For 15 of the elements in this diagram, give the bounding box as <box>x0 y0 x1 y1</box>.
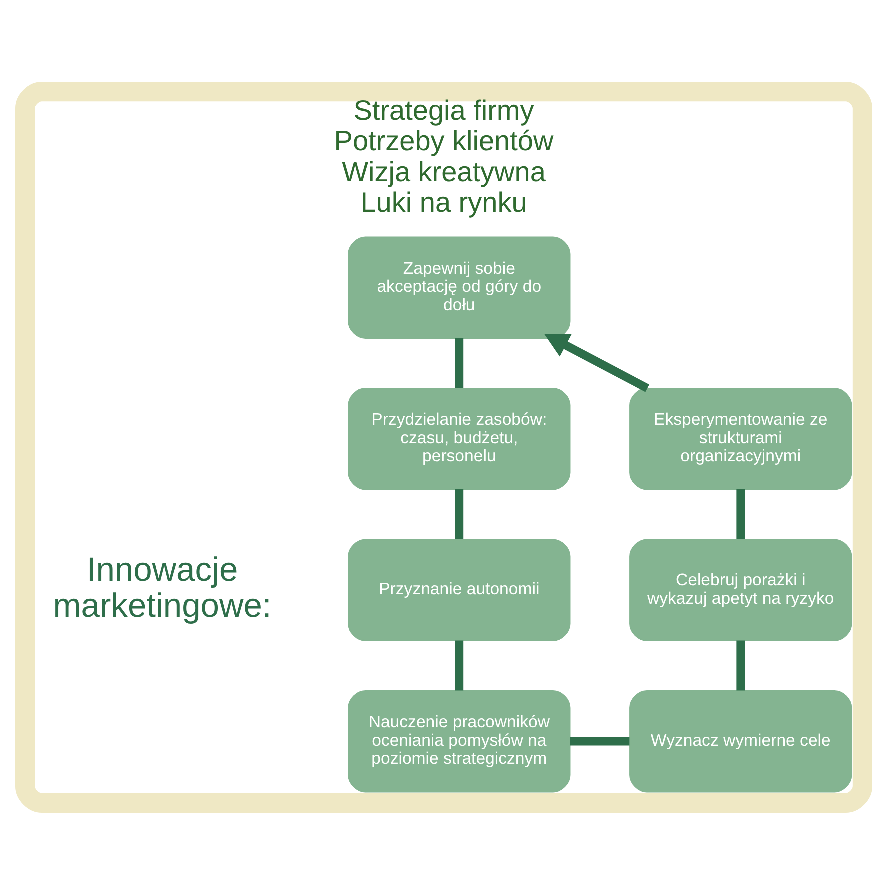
node-box: Przyznanie autonomii <box>348 539 571 642</box>
connector <box>570 737 630 746</box>
node-box: Zapewnij sobie akceptację od góry do dołu <box>348 236 571 339</box>
node-box: Wyznacz wymierne cele <box>630 690 852 793</box>
connector <box>455 490 464 540</box>
connector <box>455 640 464 691</box>
connector <box>736 490 746 540</box>
node-box: Nauczenie pracowników oceniania pomysłów na poziomie strategicznym <box>348 690 571 793</box>
node-box: Przydzielanie zasobów: czasu, budżetu, personelu <box>348 388 571 490</box>
node-box: Celebruj porażki i wykazuj apetyt na ryzyko <box>630 539 852 642</box>
connector <box>736 640 746 691</box>
arrow <box>544 334 650 392</box>
label: Innowacje marketingowe: <box>53 552 272 626</box>
node-box: Eksperymentowanie ze strukturami organizacyjnymi <box>630 388 852 490</box>
connector <box>455 338 464 388</box>
